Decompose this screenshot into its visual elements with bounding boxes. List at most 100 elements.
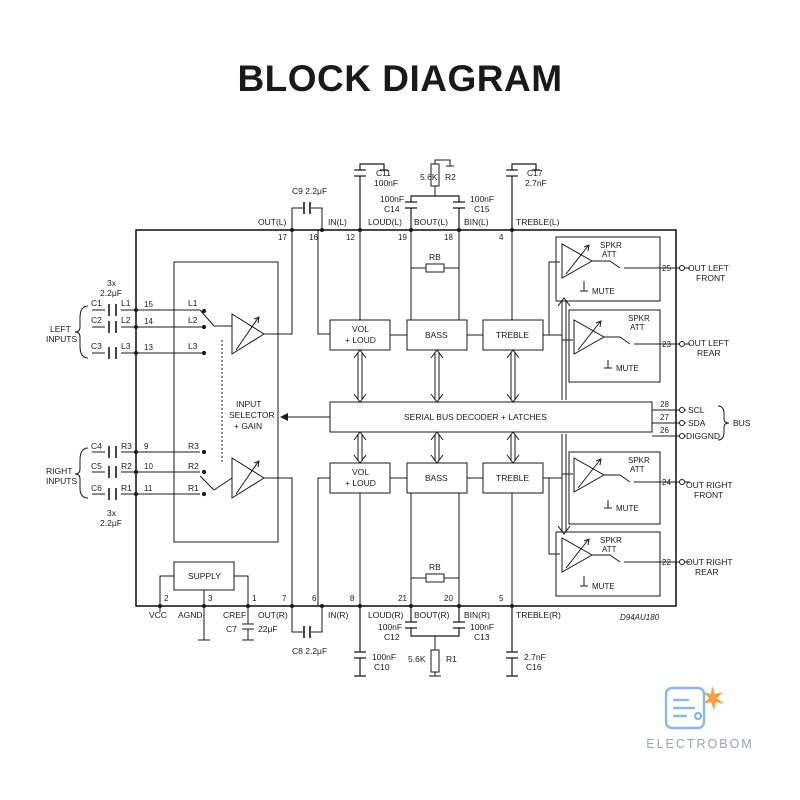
wire-out-l — [264, 230, 293, 335]
diagram-title: BLOCK DIAGRAM — [237, 58, 563, 99]
mute-label-rf: MUTE — [616, 504, 639, 513]
bus-label: BUS — [733, 418, 751, 428]
bus-brace — [717, 405, 730, 441]
out-right-rear-1: OUT RIGHT — [686, 557, 733, 567]
c16-label-1: 2.7nF — [524, 652, 546, 662]
pin-num-19: 19 — [398, 233, 407, 242]
rb-label-top: RB — [429, 252, 441, 262]
label-c5: C5 — [91, 461, 102, 471]
out-right-front-1: OUT RIGHT — [686, 480, 733, 490]
spkr-att-box-lf — [555, 236, 661, 302]
label-r2-ext: R2 — [121, 461, 132, 471]
pin-label-bin-r: BIN(R) — [464, 610, 490, 620]
treble-label-l: TREBLE — [496, 330, 529, 340]
pin-num-23: 23 — [662, 340, 671, 349]
pin-num-16: 16 — [309, 233, 318, 242]
pin-num-3: 3 — [208, 594, 213, 603]
left-inputs-label-2: INPUTS — [46, 334, 78, 344]
spkr-label-rf-1: SPKR — [628, 456, 650, 465]
label-c6: C6 — [91, 483, 102, 493]
wire-bin-l — [444, 230, 460, 320]
c8-label: C8 2.2μF — [292, 646, 327, 656]
c9-label: C9 2.2μF — [292, 186, 327, 196]
c14-label-1: 100nF — [380, 194, 404, 204]
wire-bin-r — [444, 493, 460, 606]
pin-num-27: 27 — [660, 413, 669, 422]
cap-22uf-top: 2.2μF — [100, 288, 122, 298]
rb-resistor-right — [425, 573, 445, 583]
input-selector-label-3: + GAIN — [234, 421, 262, 431]
pin-label-treble-l: TREBLE(L) — [516, 217, 560, 227]
pin-label-in-r: IN(R) — [328, 610, 348, 620]
label-l2-ext: L2 — [121, 315, 131, 325]
left-inputs-label-1: LEFT — [50, 324, 71, 334]
pin-num-17: 17 — [278, 233, 287, 242]
selector-amp-left — [231, 313, 265, 355]
pin-label-agnd: AGND — [178, 610, 203, 620]
c10-label-2: C10 — [374, 662, 390, 672]
out-left-rear-1: OUT LEFT — [688, 338, 729, 348]
bus-scl-label: SCL — [688, 405, 705, 415]
cap-3x-top: 3x — [107, 278, 117, 288]
pin-label-vcc: VCC — [149, 610, 167, 620]
pin-num-14: 14 — [144, 317, 153, 326]
input-selector-block — [173, 261, 279, 543]
cap-3x-bottom: 3x — [107, 508, 117, 518]
pin-label-out-r: OUT(R) — [258, 610, 288, 620]
selector-amp-right — [231, 457, 265, 499]
pin-label-loud-l: LOUD(L) — [368, 217, 402, 227]
out-left-front-1: OUT LEFT — [688, 263, 729, 273]
out-right-front-2: FRONT — [694, 490, 723, 500]
input-selector-label-1: INPUT — [236, 399, 262, 409]
c15-label-2: C15 — [474, 204, 490, 214]
label-r1-ext: R1 — [121, 483, 132, 493]
pin-num-28: 28 — [660, 400, 669, 409]
pin-num-7: 7 — [282, 594, 287, 603]
c17-label-1: C17 — [527, 168, 543, 178]
pin-num-15: 15 — [144, 300, 153, 309]
spkr-label-rf-2: ATT — [630, 465, 645, 474]
label-c2: C2 — [91, 315, 102, 325]
pin-label-bout-l: BOUT(L) — [414, 217, 448, 227]
pin-label-bin-l: BIN(L) — [464, 217, 489, 227]
c15-label-1: 100nF — [470, 194, 494, 204]
label-l2-int: L2 — [188, 315, 198, 325]
spkr-label-rr-1: SPKR — [600, 536, 622, 545]
mute-label-lf: MUTE — [592, 287, 615, 296]
pin-label-loud-r: LOUD(R) — [368, 610, 404, 620]
wire-bout-r — [410, 493, 426, 606]
c11-label-1: C11 — [376, 168, 391, 178]
treble-label-r: TREBLE — [496, 473, 529, 483]
spkr-amp-lr — [573, 319, 606, 355]
mute-label-lr: MUTE — [616, 364, 639, 373]
label-l1-int: L1 — [188, 298, 198, 308]
wire-in-l — [317, 230, 330, 335]
label-r2-int: R2 — [188, 461, 199, 471]
c17-label-2: 2.7nF — [525, 178, 547, 188]
pin-label-out-l: OUT(L) — [258, 217, 287, 227]
pin-num-12: 12 — [346, 233, 355, 242]
bus-diggnd-label: DIGGND — [686, 431, 720, 441]
pin-num-22: 22 — [662, 558, 671, 567]
bus-arrows — [353, 297, 571, 535]
cap-22uf-bottom: 2.2μF — [100, 518, 122, 528]
r1-label-2: R1 — [446, 654, 457, 664]
r2-label-1: 5.6K — [420, 172, 438, 182]
bus-sda-label: SDA — [688, 418, 706, 428]
out-left-rear-2: REAR — [697, 348, 721, 358]
loud-label-r: + LOUD — [345, 478, 376, 488]
label-l3-int: L3 — [188, 341, 198, 351]
rb-resistor-left — [425, 263, 445, 273]
spkr-amp-rf — [573, 457, 606, 493]
spkr-amp-lf — [561, 243, 594, 279]
c16-label-2: C16 — [526, 662, 542, 672]
pin-num-26: 26 — [660, 426, 669, 435]
label-r1-int: R1 — [188, 483, 199, 493]
label-l3-ext: L3 — [121, 341, 131, 351]
pin-num-8: 8 — [350, 594, 355, 603]
pin-num-18: 18 — [444, 233, 453, 242]
label-c4: C4 — [91, 441, 102, 451]
ic-outline — [135, 229, 677, 607]
spkr-label-lr-2: ATT — [630, 323, 645, 332]
